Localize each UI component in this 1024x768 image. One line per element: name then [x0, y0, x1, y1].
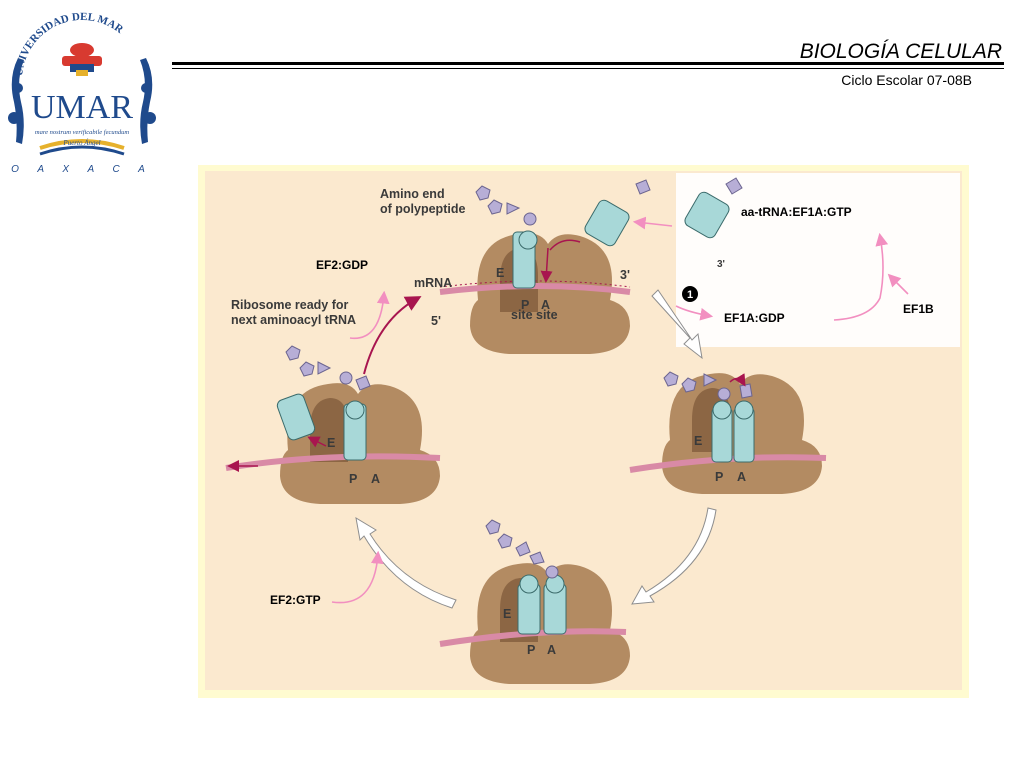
label-ef1a-gdp: EF1A:GDP: [724, 311, 785, 325]
polypeptide-top: [475, 185, 537, 226]
label-p-site-left: P: [349, 472, 358, 486]
label-p-site-top: P: [521, 298, 530, 312]
label-e-site-left: E: [327, 436, 336, 450]
header-rule-thin: [172, 68, 1004, 69]
label-three-prime-partial: 3': [717, 259, 725, 270]
label-mrna: mRNA: [414, 276, 453, 290]
label-ef1b: EF1B: [903, 302, 934, 316]
label-aa-trna-ef1a-gtp: aa-tRNA:EF1A:GTP: [741, 205, 852, 219]
polypeptide-bottom: [485, 519, 559, 579]
label-ef2-gtp: EF2:GTP: [270, 593, 321, 607]
logo-place: Puerto Ángel: [62, 139, 100, 147]
arrow-ef2-gdp-release: [349, 290, 390, 340]
label-a-site-right: A: [737, 470, 747, 484]
arrow-translocation: [363, 296, 422, 375]
header-rule: [172, 62, 1004, 65]
label-p-site-bottom: P: [527, 643, 536, 657]
arrow-ef1b-recycle: [833, 232, 889, 321]
logo-emblem: [62, 43, 102, 76]
label-p-site-right: P: [715, 470, 724, 484]
label-ef2-gdp: EF2:GDP: [316, 258, 369, 272]
step-1-marker: [682, 286, 698, 302]
aa-trna-complex-incoming: [584, 177, 743, 247]
polypeptide-left: [285, 345, 371, 391]
umar-logo: UNIVERSIDAD DEL MAR UMAR mare nostrum ve…: [8, 11, 156, 175]
label-three-prime: 3': [620, 268, 630, 282]
arrow-ef2-gtp-entry: [331, 550, 384, 604]
mrna-strand-top: [439, 283, 631, 295]
svg-text:1: 1: [687, 289, 693, 301]
arrow-ef1a-release: [675, 305, 714, 321]
cycle-arrow-bottom-right: [631, 507, 717, 605]
label-ribosome-ready: Ribosome ready for next aminoacyl tRNA: [231, 298, 357, 327]
ribosome-bottom: [439, 519, 630, 684]
logo-motto: mare nostrum verificabile fecundum: [35, 129, 129, 136]
label-e-site-top: E: [496, 266, 505, 280]
label-amino-end: Amino end of polypeptide: [380, 187, 466, 216]
ribosome-right: [629, 371, 827, 494]
label-a-site-bottom: A: [547, 643, 557, 657]
mrna-strand-left: [225, 453, 441, 471]
polypeptide-right: [663, 371, 753, 401]
page-subtitle: Ciclo Escolar 07-08B: [841, 72, 972, 88]
label-five-prime: 5': [431, 314, 441, 328]
logo-border: [8, 58, 156, 144]
label-e-site-right: E: [694, 434, 703, 448]
trna-exiting: [276, 393, 316, 441]
logo-monogram: UMAR: [31, 89, 133, 126]
label-a-site-left: A: [371, 472, 381, 486]
label-e-site-bottom: E: [503, 607, 512, 621]
ribosome-top: [439, 185, 631, 354]
ribosome-left: [225, 345, 441, 504]
label-a-site-top: A: [541, 298, 551, 312]
label-site-site: site site: [511, 308, 558, 322]
page-title: BIOLOGÍA CELULAR: [799, 40, 1002, 63]
cycle-arrow-top-right: [651, 289, 703, 360]
cycle-arrow-bottom-left: [355, 517, 457, 609]
logo-state: O A X A C A: [11, 164, 153, 175]
